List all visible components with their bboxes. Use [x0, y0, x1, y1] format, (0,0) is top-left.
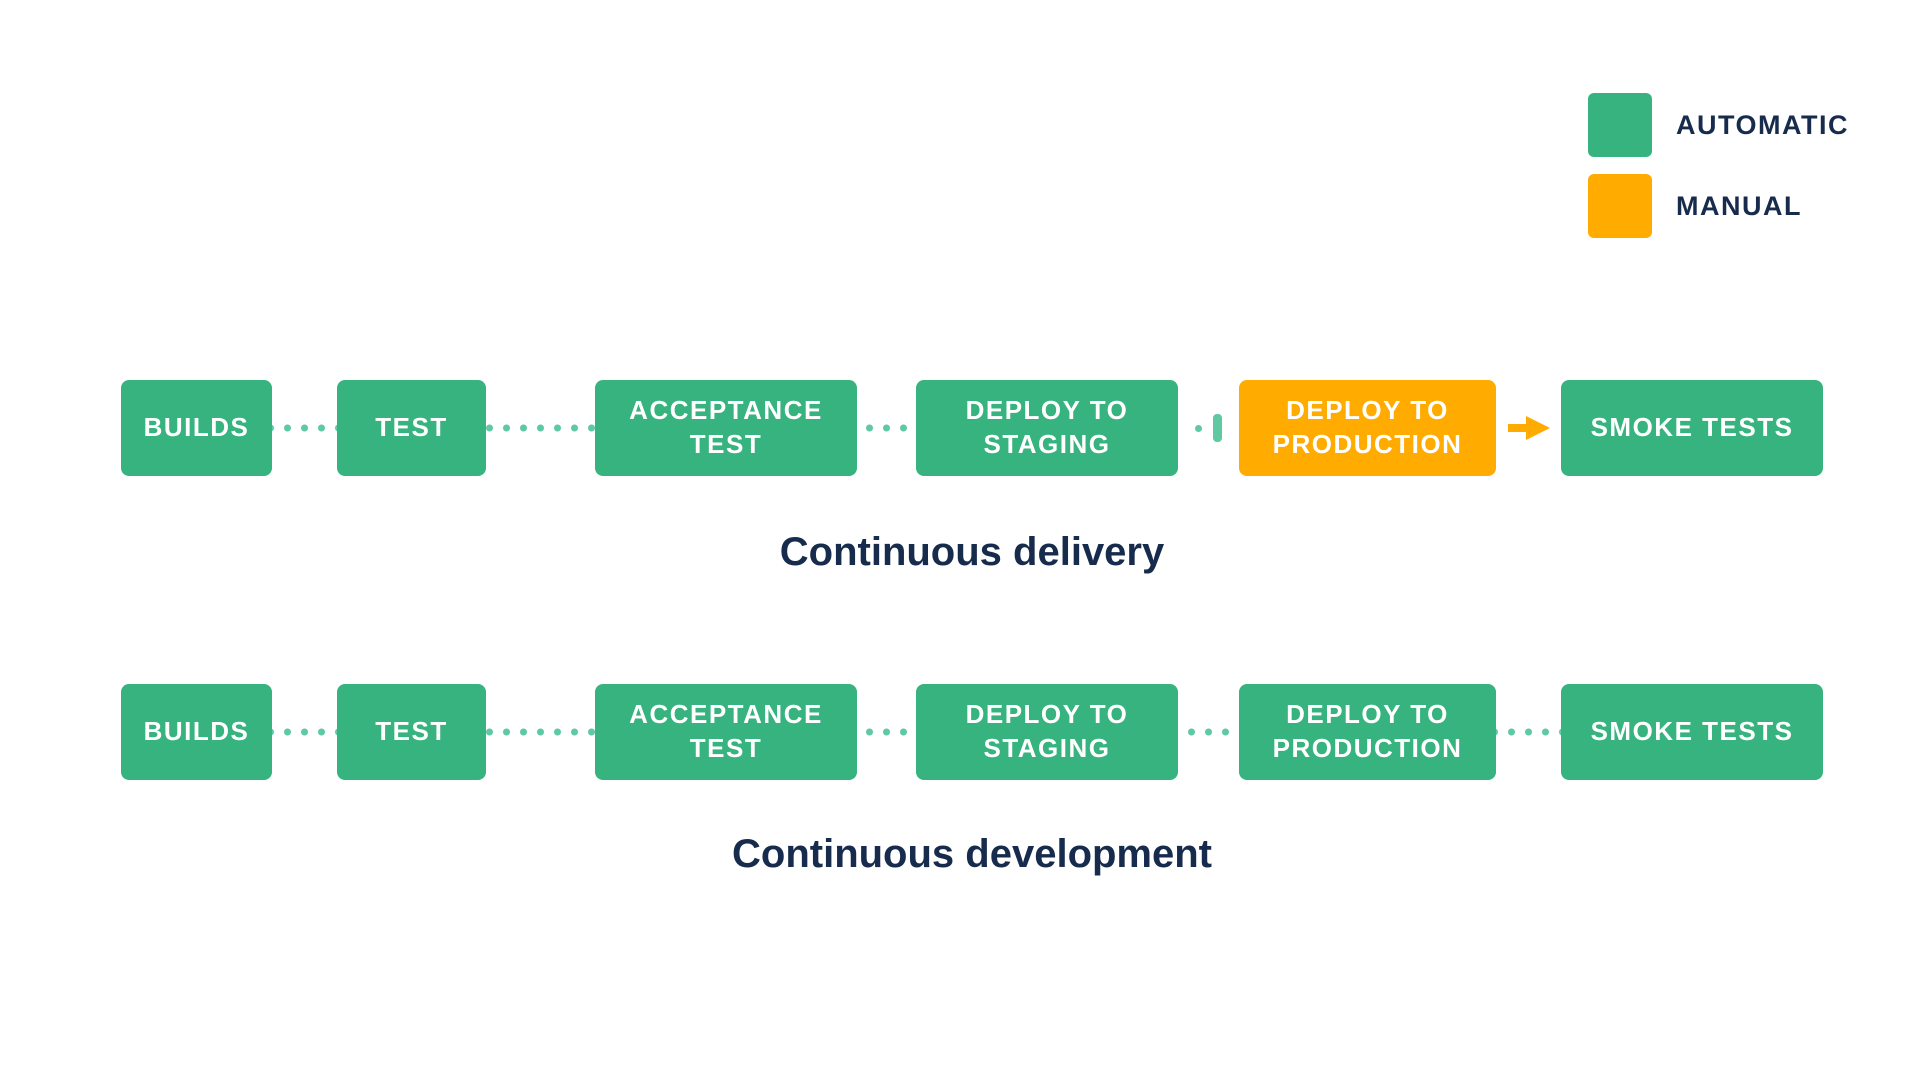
stage-box-deploy-to-production-manual: DEPLOY TO PRODUCTION — [1239, 380, 1496, 476]
stage-box-deploy-to-staging: DEPLOY TO STAGING — [916, 684, 1178, 780]
dotted-connector — [486, 424, 595, 432]
manual-gate-connector — [1178, 414, 1239, 442]
legend-item-automatic: AUTOMATIC — [1588, 93, 1849, 157]
automatic-swatch-icon — [1588, 93, 1652, 157]
pipeline-continuous-development: BUILDS TEST ACCEPTANCE TEST DEPLOY TO ST… — [121, 684, 1823, 780]
caption-continuous-delivery: Continuous delivery — [779, 530, 1165, 574]
legend-label-automatic: AUTOMATIC — [1676, 109, 1849, 140]
dotted-connector — [857, 728, 916, 736]
pipeline-continuous-delivery: BUILDS TEST ACCEPTANCE TEST DEPLOY TO ST… — [121, 380, 1823, 476]
arrow-connector — [1496, 413, 1561, 443]
stage-box-test: TEST — [337, 380, 486, 476]
dotted-connector — [1178, 728, 1239, 736]
manual-gate-bar-icon — [1213, 414, 1222, 442]
stage-box-smoke-tests: SMOKE TESTS — [1561, 380, 1823, 476]
dotted-connector — [1496, 728, 1561, 736]
dotted-connector — [272, 728, 337, 736]
dotted-connector — [857, 424, 916, 432]
stage-box-smoke-tests: SMOKE TESTS — [1561, 684, 1823, 780]
caption-continuous-development: Continuous development — [732, 832, 1212, 876]
gate-dot-icon — [1195, 424, 1202, 432]
arrow-right-icon — [1507, 416, 1550, 440]
legend-item-manual: MANUAL — [1588, 174, 1849, 238]
stage-box-test: TEST — [337, 684, 486, 780]
stage-box-acceptance-test: ACCEPTANCE TEST — [595, 380, 857, 476]
stage-box-builds: BUILDS — [121, 684, 272, 780]
stage-box-builds: BUILDS — [121, 380, 272, 476]
legend: AUTOMATIC MANUAL — [1588, 93, 1849, 238]
legend-label-manual: MANUAL — [1676, 190, 1802, 221]
dotted-connector — [272, 424, 337, 432]
dotted-connector — [486, 728, 595, 736]
manual-swatch-icon — [1588, 174, 1652, 238]
stage-box-acceptance-test: ACCEPTANCE TEST — [595, 684, 857, 780]
stage-box-deploy-to-staging: DEPLOY TO STAGING — [916, 380, 1178, 476]
stage-box-deploy-to-production: DEPLOY TO PRODUCTION — [1239, 684, 1496, 780]
